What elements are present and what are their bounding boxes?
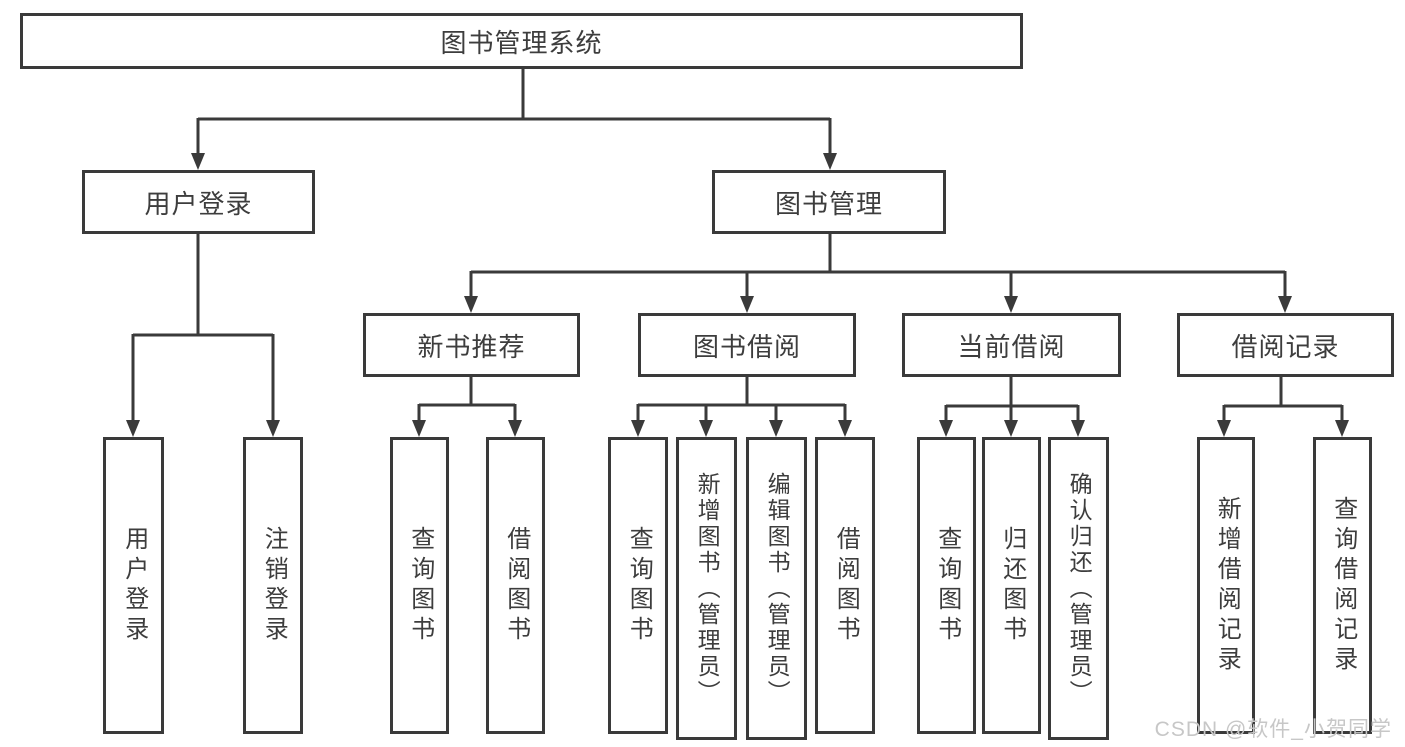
- leaf-logout: 注销登录: [243, 437, 303, 734]
- node-current-borrowing: 当前借阅: [902, 313, 1121, 377]
- node-user-login: 用户登录: [82, 170, 315, 234]
- leaf-edit-books-admin-label: 编辑图书（管理员）: [764, 471, 791, 706]
- leaf-current-query-books-label: 查询图书: [933, 525, 961, 646]
- leaf-add-borrow-record: 新增借阅记录: [1197, 437, 1255, 734]
- leaf-user-login: 用户登录: [103, 437, 164, 734]
- node-book-management-label: 图书管理: [774, 188, 883, 219]
- leaf-confirm-return-admin-label: 确认归还（管理员）: [1066, 471, 1093, 706]
- node-library-system: 图书管理系统: [20, 13, 1023, 69]
- leaf-add-books-admin-label: 新增图书（管理员）: [694, 471, 721, 706]
- node-book-management: 图书管理: [712, 170, 946, 234]
- leaf-query-borrow-record-label: 查询借阅记录: [1329, 495, 1357, 676]
- leaf-recommend-query-books: 查询图书: [390, 437, 449, 734]
- leaf-return-books: 归还图书: [982, 437, 1041, 734]
- leaf-recommend-query-books-label: 查询图书: [406, 525, 434, 646]
- leaf-borrowing-query-books-label: 查询图书: [625, 525, 653, 646]
- leaf-user-login-label: 用户登录: [120, 525, 148, 646]
- leaf-borrowing-borrow-books: 借阅图书: [815, 437, 875, 734]
- node-book-borrowing-label: 图书借阅: [692, 331, 801, 362]
- leaf-add-books-admin: 新增图书（管理员）: [676, 437, 737, 740]
- leaf-borrowing-query-books: 查询图书: [608, 437, 668, 734]
- leaf-current-query-books: 查询图书: [917, 437, 976, 734]
- node-borrowing-records-label: 借阅记录: [1231, 331, 1340, 362]
- node-current-borrowing-label: 当前借阅: [957, 331, 1066, 362]
- node-new-book-recommend: 新书推荐: [363, 313, 580, 377]
- leaf-add-borrow-record-label: 新增借阅记录: [1213, 495, 1241, 676]
- node-book-borrowing: 图书借阅: [638, 313, 856, 377]
- leaf-recommend-borrow-books: 借阅图书: [486, 437, 545, 734]
- leaf-return-books-label: 归还图书: [998, 525, 1026, 646]
- leaf-edit-books-admin: 编辑图书（管理员）: [746, 437, 807, 740]
- node-new-book-recommend-label: 新书推荐: [417, 331, 526, 362]
- watermark: CSDN @软件_小贺同学: [1154, 718, 1392, 741]
- leaf-query-borrow-record: 查询借阅记录: [1313, 437, 1372, 734]
- leaf-recommend-borrow-books-label: 借阅图书: [502, 525, 530, 646]
- leaf-logout-label: 注销登录: [260, 525, 288, 646]
- node-user-login-label: 用户登录: [144, 188, 253, 219]
- node-library-system-label: 图书管理系统: [440, 27, 603, 58]
- leaf-confirm-return-admin: 确认归还（管理员）: [1048, 437, 1109, 740]
- leaf-borrowing-borrow-books-label: 借阅图书: [832, 525, 860, 646]
- node-borrowing-records: 借阅记录: [1177, 313, 1394, 377]
